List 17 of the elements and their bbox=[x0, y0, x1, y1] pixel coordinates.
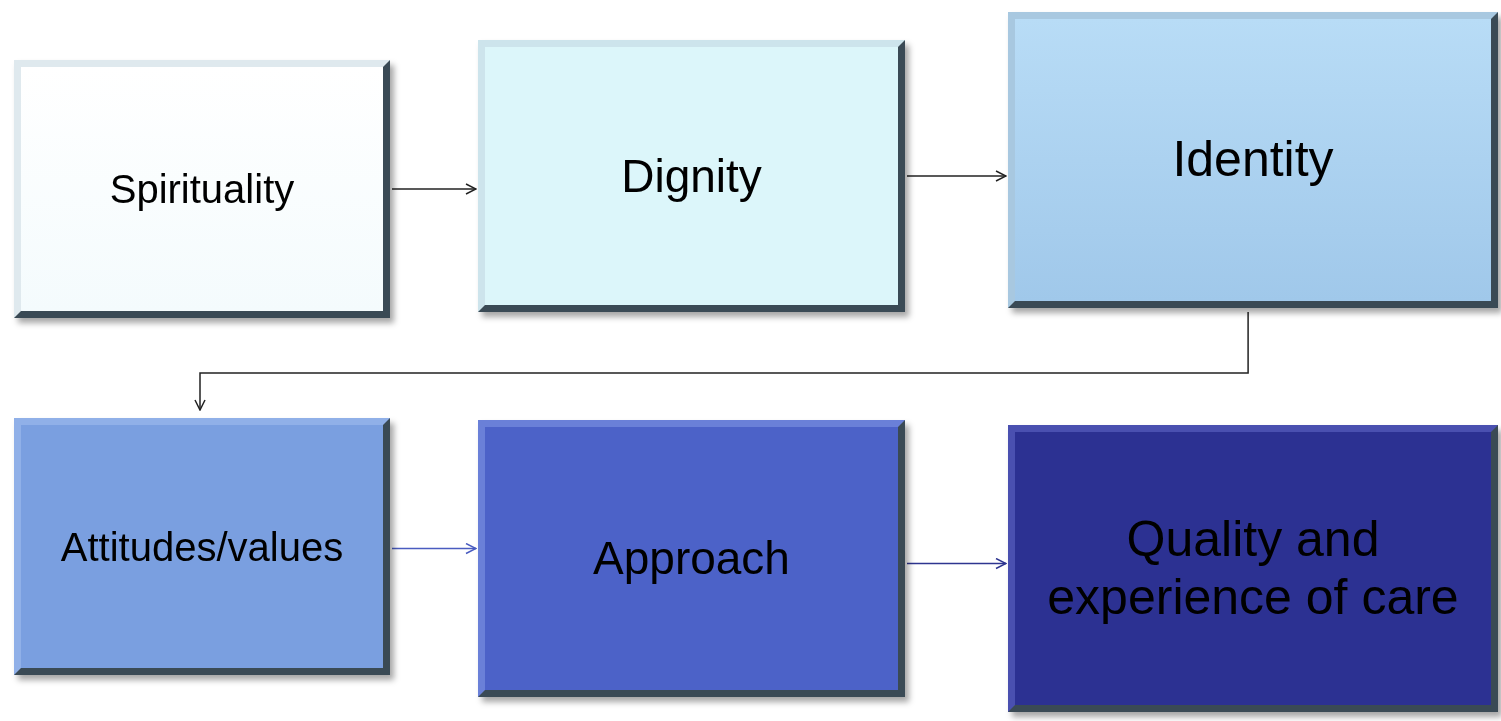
box-label: Attitudes/values bbox=[60, 523, 344, 570]
process-box bbox=[1008, 425, 1498, 712]
arrow bbox=[906, 557, 1007, 570]
arrow bbox=[391, 183, 477, 195]
arrow bbox=[391, 542, 477, 555]
process-box bbox=[14, 418, 390, 675]
process-box bbox=[14, 60, 390, 318]
process-box bbox=[478, 40, 905, 312]
process-box bbox=[1008, 12, 1498, 308]
arrow bbox=[194, 311, 1249, 411]
box-label: Spirituality bbox=[109, 166, 295, 212]
arrow bbox=[906, 170, 1007, 182]
box-label: Identity bbox=[1172, 131, 1334, 189]
box-label: Approach bbox=[593, 532, 790, 585]
process-box bbox=[478, 420, 905, 697]
box-label: Dignity bbox=[621, 149, 762, 203]
box-label: Quality and experience of care bbox=[1046, 511, 1460, 626]
